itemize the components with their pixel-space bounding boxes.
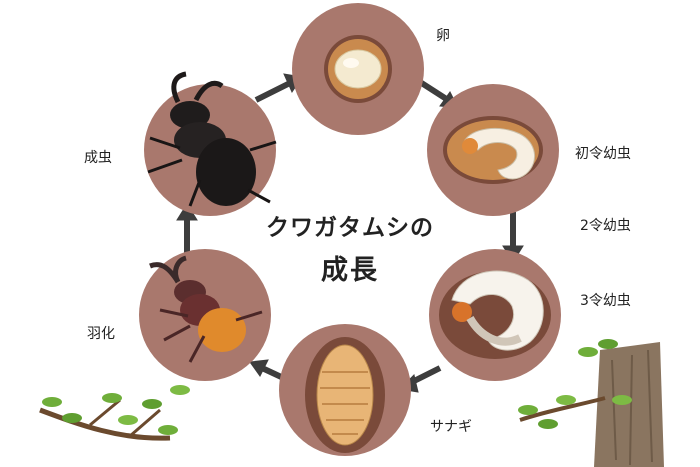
label-pupa: サナギ bbox=[430, 419, 472, 435]
egg-highlight bbox=[343, 58, 359, 68]
arrow-head-pupa-to-emergence bbox=[249, 359, 269, 377]
branch-left-decoration bbox=[39, 385, 190, 441]
mandibles bbox=[171, 71, 224, 104]
tree-trunk-decoration bbox=[518, 339, 664, 467]
title-line-2: 成長 bbox=[321, 255, 379, 286]
larva-body bbox=[466, 315, 522, 346]
label-adult: 成虫 bbox=[84, 150, 112, 166]
beetle-wings bbox=[198, 308, 246, 352]
arrow-egg-to-larva1 bbox=[418, 79, 450, 103]
leaf bbox=[42, 397, 62, 407]
leaf bbox=[158, 425, 178, 435]
branch bbox=[519, 396, 606, 422]
arrow-adult-to-egg bbox=[254, 79, 294, 103]
title-line-1: クワガタムシの bbox=[266, 215, 434, 241]
leaf bbox=[170, 385, 190, 395]
trunk bbox=[594, 342, 664, 467]
stage-pupa bbox=[279, 324, 411, 456]
twig bbox=[89, 398, 161, 438]
leaf bbox=[518, 405, 538, 415]
larva-head bbox=[462, 138, 478, 154]
diagram-title: クワガタムシの 成長 bbox=[245, 208, 455, 287]
leaf bbox=[598, 339, 618, 349]
stage-emergence bbox=[139, 249, 271, 381]
stage-egg bbox=[292, 3, 424, 135]
beetle-legs bbox=[159, 308, 263, 363]
stage-larva-3 bbox=[429, 249, 561, 381]
label-larva-2: 2令幼虫 bbox=[580, 218, 631, 234]
larva-image bbox=[463, 128, 535, 180]
egg-image bbox=[334, 49, 382, 89]
branch bbox=[39, 407, 171, 441]
leaf bbox=[142, 399, 162, 409]
leaf bbox=[538, 419, 558, 429]
label-larva-1: 初令幼虫 bbox=[575, 146, 631, 162]
beetle-elytra bbox=[196, 138, 256, 206]
bark-lines bbox=[611, 349, 653, 466]
stage-larva-1 bbox=[427, 84, 559, 216]
stage-adult bbox=[144, 71, 277, 216]
leaf bbox=[62, 413, 82, 423]
label-emergence: 羽化 bbox=[87, 326, 115, 342]
leaf bbox=[102, 393, 122, 403]
leaf bbox=[556, 395, 576, 405]
leaf bbox=[612, 395, 632, 405]
label-egg: 卵 bbox=[436, 28, 450, 44]
beetle-legs bbox=[147, 136, 277, 207]
leaf bbox=[118, 415, 138, 425]
label-larva-3: 3令幼虫 bbox=[580, 293, 631, 309]
larva-head bbox=[452, 302, 472, 322]
pupa-image bbox=[316, 344, 374, 446]
larva-image bbox=[451, 270, 544, 351]
mandible-left bbox=[149, 255, 187, 284]
pupa-segments bbox=[320, 371, 370, 435]
leaf bbox=[578, 347, 598, 357]
